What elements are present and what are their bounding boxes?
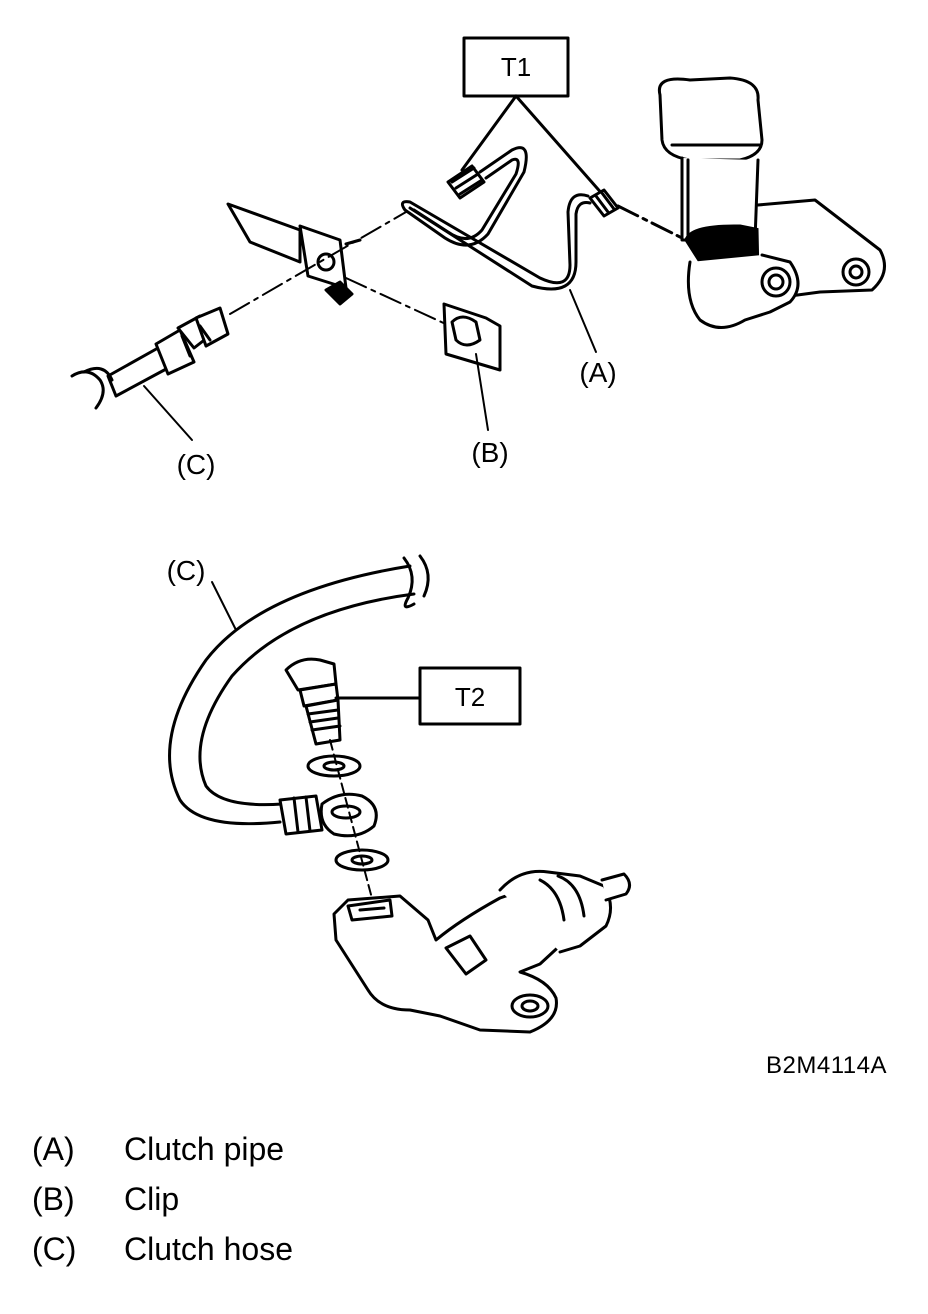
bracket-axis-line	[229, 211, 407, 315]
clutch-operating-cylinder	[332, 869, 631, 1034]
figure-code: B2M4114A	[766, 1052, 887, 1079]
clutch-hose-top	[70, 306, 230, 410]
clutch-pipe	[400, 146, 692, 291]
callout-c-top: (C)	[177, 449, 216, 480]
legend-key: (B)	[32, 1180, 75, 1217]
svg-text:T1: T1	[501, 52, 531, 82]
torque-box-t2: T2	[334, 666, 522, 726]
t1-leader-lines	[460, 94, 606, 198]
callout-b: (B)	[471, 437, 508, 468]
callout-a: (A)	[579, 357, 616, 388]
legend-label: Clutch hose	[124, 1230, 293, 1267]
legend-item-a: (A) Clutch pipe	[32, 1124, 293, 1174]
clip-axis-line	[345, 277, 451, 327]
clip	[442, 302, 502, 372]
hose-bracket	[226, 202, 362, 306]
clutch-master-cylinder	[657, 76, 886, 329]
clutch-line-diagram: T1	[70, 36, 886, 1034]
svg-text:T2: T2	[455, 682, 485, 712]
union-bolt	[284, 657, 342, 746]
parts-legend: (A) Clutch pipe (B) Clip (C) Clutch hose	[32, 1124, 293, 1274]
legend-label: Clutch pipe	[124, 1130, 285, 1167]
callout-c-bottom: (C)	[167, 555, 206, 586]
legend-key: (C)	[32, 1230, 77, 1267]
washers-and-union	[306, 739, 390, 907]
clutch-hose-bottom	[168, 554, 430, 836]
legend-item-c: (C) Clutch hose	[32, 1224, 293, 1274]
legend-item-b: (B) Clip	[32, 1174, 293, 1224]
legend-key: (A)	[32, 1130, 75, 1167]
torque-box-t1: T1	[462, 36, 570, 98]
legend-label: Clip	[124, 1180, 180, 1217]
